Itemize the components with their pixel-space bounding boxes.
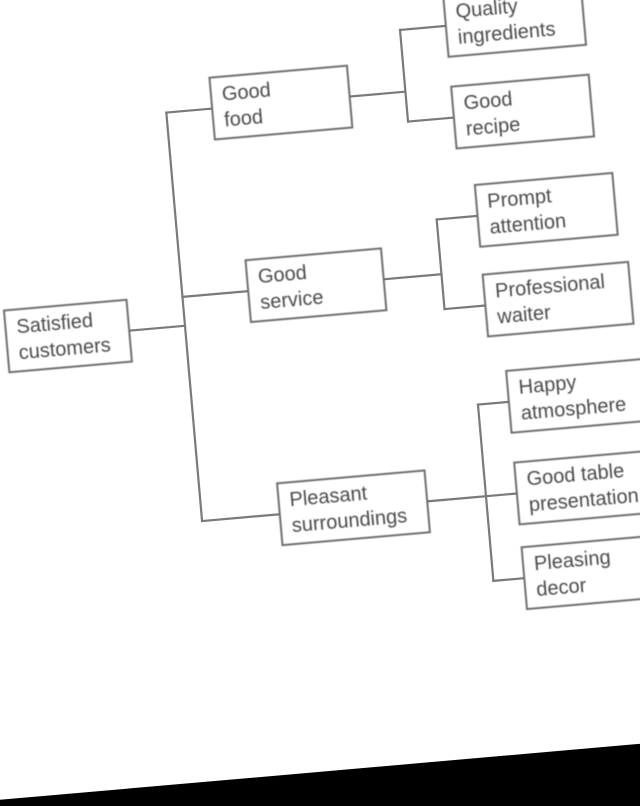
node-good-food: Good food: [208, 64, 354, 141]
node-happy-atmosphere: Happy atmosphere: [505, 357, 640, 434]
connector-service-leaf1: [435, 214, 478, 221]
node-satisfied-customers: Satisfied customers: [2, 298, 133, 374]
node-professional-waiter: Professional waiter: [481, 260, 635, 338]
connector-branch-service: [181, 290, 249, 299]
connector-surroundings-leaf2: [484, 492, 518, 498]
connector-food-vert: [398, 28, 410, 123]
connector-service-vert: [435, 218, 446, 311]
connector-lines: [129, 24, 525, 583]
tree-diagram: Satisfied customers Good food Good servi…: [2, 0, 640, 611]
connector-food-leaf1: [398, 24, 447, 32]
connector-branch-food: [165, 107, 213, 114]
node-good-service: Good service: [244, 247, 388, 324]
connector-root: [129, 324, 187, 332]
connector-surroundings-leaf3: [492, 577, 525, 583]
connector-food-leaf2: [406, 116, 455, 123]
node-good-recipe: Good recipe: [450, 73, 596, 150]
node-good-table-presentation: Good table presentation: [513, 449, 640, 526]
connector-trunk: [165, 111, 204, 523]
node-prompt-attention: Prompt attention: [473, 171, 619, 248]
node-pleasant-surroundings: Pleasant surroundings: [275, 469, 431, 547]
connector-surroundings-out: [427, 495, 488, 503]
connector-service-out: [383, 273, 443, 281]
connector-food-out: [349, 90, 407, 98]
node-pleasing-decor: Pleasing decor: [520, 534, 640, 611]
connector-service-leaf2: [443, 304, 486, 311]
connector-surroundings-leaf1: [476, 400, 510, 406]
connector-branch-surroundings: [200, 513, 280, 523]
connector-surroundings-vert: [476, 403, 495, 583]
